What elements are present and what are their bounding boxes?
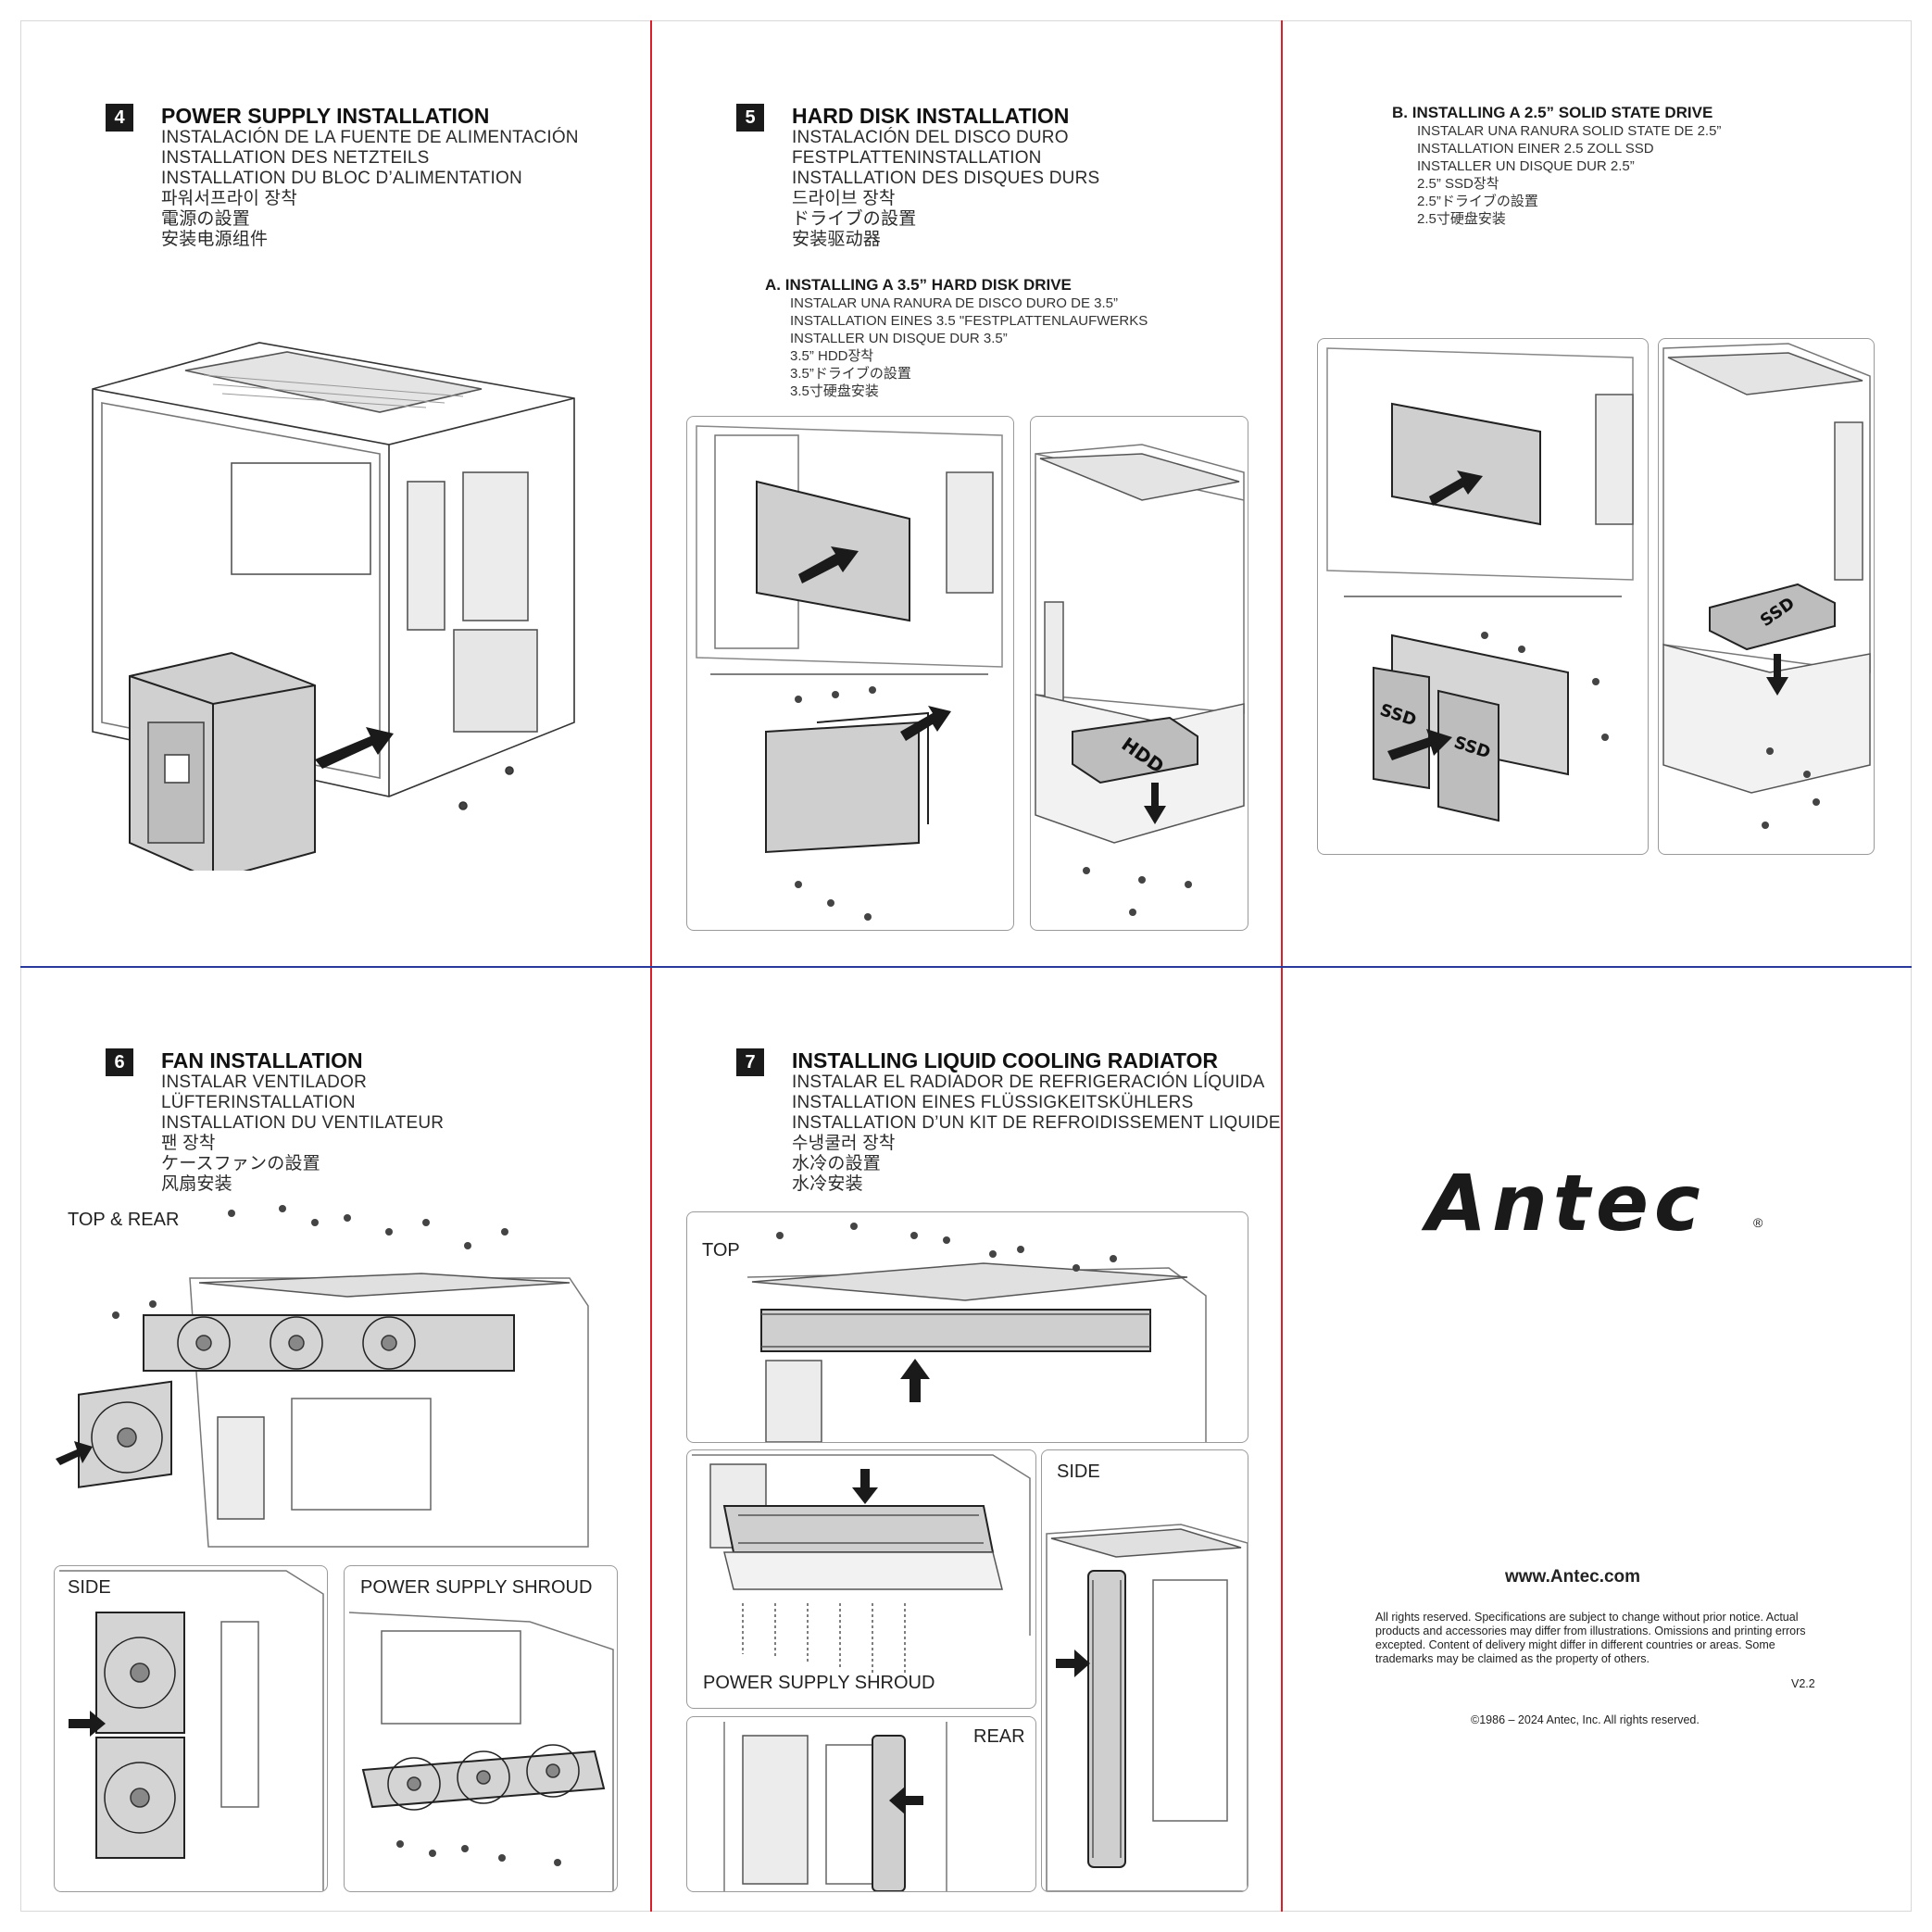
radiator-side-illustration: SIDE bbox=[1041, 1449, 1248, 1892]
radiator-top-illustration: TOP bbox=[686, 1211, 1248, 1443]
antec-logo: Antec bbox=[1426, 1158, 1706, 1248]
step7-line: 水冷の設置 bbox=[792, 1154, 882, 1173]
step4-line: 파워서프라이 장착 bbox=[161, 189, 297, 208]
sub-a-line: 3.5” HDD장착 bbox=[790, 348, 874, 364]
psu-install-illustration bbox=[74, 333, 593, 882]
step4-line: 安装电源组件 bbox=[161, 230, 269, 249]
sub-b-line: INSTALAR UNA RANURA SOLID STATE DE 2.5” bbox=[1417, 123, 1722, 139]
fan-top-rear-illustration bbox=[51, 1195, 607, 1565]
step5-line: ドライブの設置 bbox=[792, 209, 917, 229]
radiator-top-label: TOP bbox=[700, 1240, 742, 1261]
step7-line: 水冷安装 bbox=[792, 1174, 863, 1194]
radiator-rear-illustration: REAR bbox=[686, 1716, 1036, 1892]
radiator-side-label: SIDE bbox=[1055, 1462, 1102, 1483]
step6-line: ケースファンの設置 bbox=[161, 1154, 320, 1173]
step5-number: 5 bbox=[736, 104, 764, 132]
step7-number: 7 bbox=[736, 1048, 764, 1076]
step5-line: INSTALLATION DES DISQUES DURS bbox=[792, 169, 1100, 188]
sub-a-line: 3.5寸硬盘安装 bbox=[790, 383, 879, 399]
step6-line: INSTALLATION DU VENTILATEUR bbox=[161, 1113, 445, 1133]
step6-line: 风扇安装 bbox=[161, 1174, 232, 1194]
sub-b-line: 2.5寸硬盘安装 bbox=[1417, 211, 1506, 227]
sub-a-line: 3.5”ドライブの設置 bbox=[790, 366, 911, 382]
version-number: V2.2 bbox=[1791, 1677, 1815, 1690]
hdd-install-illustration: HDD bbox=[1030, 416, 1248, 931]
sub-b-line: 2.5”ドライブの設置 bbox=[1417, 194, 1538, 209]
hdd-bracket-illustration bbox=[686, 416, 1014, 931]
sub-a-line: INSTALLATION EINES 3.5 "FESTPLATTENLAUFW… bbox=[790, 313, 1148, 329]
step4-line: INSTALLATION DU BLOC D’ALIMENTATION bbox=[161, 169, 522, 188]
step4-title: POWER SUPPLY INSTALLATION bbox=[161, 104, 490, 128]
step5-sub-a: A. INSTALLING A 3.5” HARD DISK DRIVE INS… bbox=[765, 276, 1148, 400]
legal-notice: All rights reserved. Specifications are … bbox=[1375, 1611, 1806, 1665]
step7-line: INSTALLATION D’UN KIT DE REFROIDISSEMENT… bbox=[792, 1113, 1281, 1133]
step5-line: 드라이브 장착 bbox=[792, 189, 896, 208]
sub-b-line: 2.5” SSD장착 bbox=[1417, 176, 1499, 192]
sub-a-line: INSTALLER UN DISQUE DUR 3.5” bbox=[790, 331, 1008, 346]
copyright-notice: ©1986 – 2024 Antec, Inc. All rights rese… bbox=[1471, 1713, 1700, 1726]
step5-sub-b: B. INSTALLING A 2.5” SOLID STATE DRIVE I… bbox=[1392, 104, 1721, 228]
step5-title: HARD DISK INSTALLATION bbox=[792, 104, 1070, 128]
radiator-rear-label: REAR bbox=[972, 1726, 1027, 1748]
step7-line: INSTALAR EL RADIADOR DE REFRIGERACIÓN LÍ… bbox=[792, 1073, 1265, 1092]
step4-line: 電源の設置 bbox=[161, 209, 251, 229]
fan-psu-shroud-illustration: POWER SUPPLY SHROUD bbox=[344, 1565, 618, 1892]
step4-line: INSTALLATION DES NETZTEILS bbox=[161, 148, 430, 168]
website-link[interactable]: www.Antec.com bbox=[1505, 1567, 1641, 1587]
step6-line: INSTALAR VENTILADOR bbox=[161, 1073, 367, 1092]
fan-side-illustration: SIDE bbox=[54, 1565, 328, 1892]
fan-psu-shroud-label: POWER SUPPLY SHROUD bbox=[358, 1577, 595, 1599]
step5-line: INSTALACIÓN DEL DISCO DURO bbox=[792, 128, 1069, 147]
step5-line: FESTPLATTENINSTALLATION bbox=[792, 148, 1042, 168]
step4-line: INSTALACIÓN DE LA FUENTE DE ALIMENTACIÓN bbox=[161, 128, 579, 147]
step7-title: INSTALLING LIQUID COOLING RADIATOR bbox=[792, 1048, 1218, 1073]
step5-line: 安装驱动器 bbox=[792, 230, 882, 249]
step7-line: INSTALLATION EINES FLÜSSIGKEITSKÜHLERS bbox=[792, 1093, 1194, 1112]
sub-b-line: INSTALLER UN DISQUE DUR 2.5” bbox=[1417, 158, 1635, 174]
label-top-rear: TOP & REAR bbox=[68, 1210, 180, 1230]
sub-a-line: INSTALAR UNA RANURA DE DISCO DURO DE 3.5… bbox=[790, 295, 1118, 311]
step7-line: 수냉쿨러 장착 bbox=[792, 1134, 896, 1153]
fan-side-label: SIDE bbox=[66, 1577, 113, 1599]
ssd-bracket-illustration: SSD SSD bbox=[1317, 338, 1649, 855]
radiator-psu-shroud-illustration: POWER SUPPLY SHROUD bbox=[686, 1449, 1036, 1709]
sub-a-title: A. INSTALLING A 3.5” HARD DISK DRIVE bbox=[765, 276, 1072, 294]
sub-b-title: B. INSTALLING A 2.5” SOLID STATE DRIVE bbox=[1392, 104, 1713, 121]
step6-number: 6 bbox=[106, 1048, 133, 1076]
step4-number: 4 bbox=[106, 104, 133, 132]
fold-line-middle bbox=[20, 966, 1912, 968]
step6-line: 팬 장착 bbox=[161, 1134, 216, 1153]
sub-b-line: INSTALLATION EINER 2.5 ZOLL SSD bbox=[1417, 141, 1654, 157]
radiator-psu-shroud-label: POWER SUPPLY SHROUD bbox=[701, 1673, 937, 1694]
step6-line: LÜFTERINSTALLATION bbox=[161, 1093, 356, 1112]
step6-title: FAN INSTALLATION bbox=[161, 1048, 363, 1073]
ssd-install-illustration: SSD bbox=[1658, 338, 1875, 855]
registered-mark: ® bbox=[1753, 1215, 1763, 1230]
